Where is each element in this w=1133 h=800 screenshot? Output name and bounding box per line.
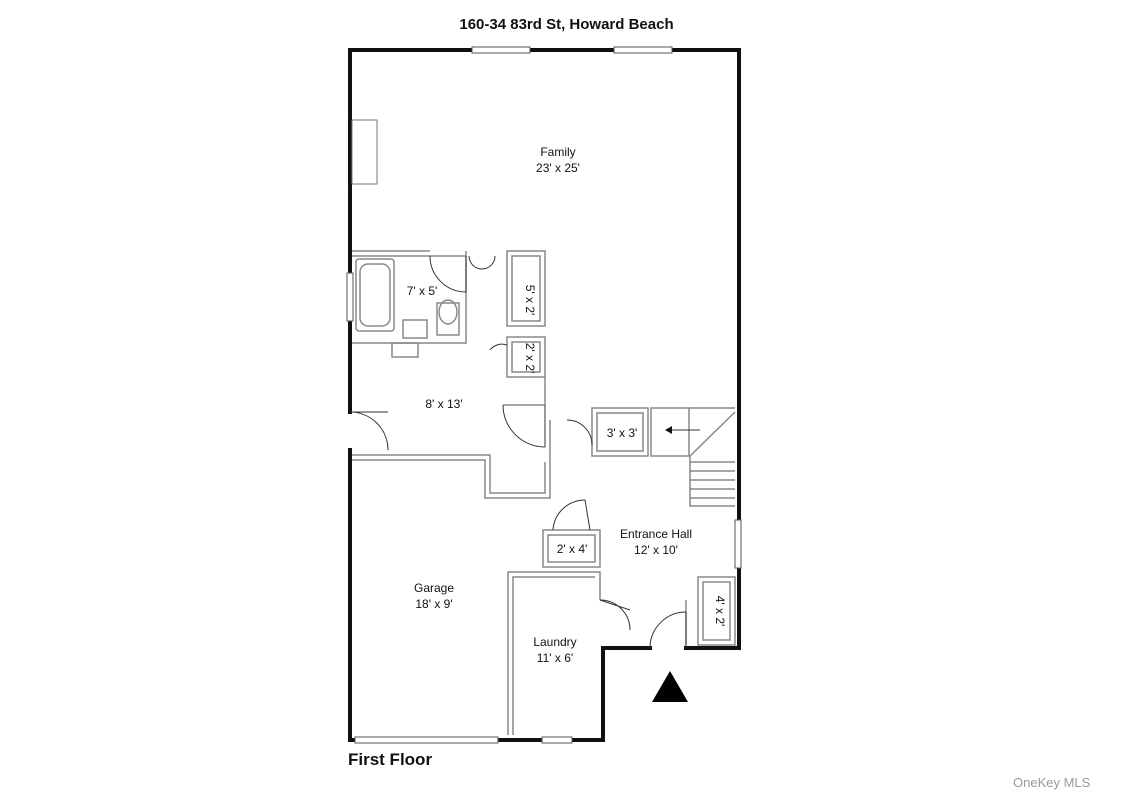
windows: [346, 46, 742, 744]
closet-b-dims: 2' x 2': [523, 343, 537, 374]
plan-title: 160-34 83rd St, Howard Beach: [459, 16, 674, 33]
family-dims: 23' x 25': [536, 161, 580, 175]
bath-dims: 7' x 5': [407, 284, 438, 298]
laundry-name: Laundry: [533, 635, 576, 649]
interior-walls: [352, 250, 736, 735]
entrance-name: Entrance Hall: [620, 527, 692, 541]
fireplace: [351, 119, 378, 185]
floor-label: First Floor: [348, 750, 433, 769]
watermark: OneKey MLS: [1013, 775, 1091, 790]
entry-arrow-icon: [652, 671, 688, 702]
garage-name: Garage: [414, 581, 454, 595]
stair-arrow-icon: [665, 426, 672, 434]
closet-c-dims: 3' x 3': [607, 426, 638, 440]
hall-dims: 8' x 13': [425, 397, 462, 411]
door-swings: [349, 255, 687, 649]
garage-dims: 18' x 9': [415, 597, 452, 611]
closet-d-dims: 2' x 4': [557, 542, 588, 556]
family-name: Family: [540, 145, 575, 159]
closet-a-dims: 5' x 2': [523, 285, 537, 316]
entrance-dims: 12' x 10': [634, 543, 678, 557]
laundry-dims: 11' x 6': [537, 651, 573, 665]
closet-e-dims: 4' x 2': [713, 596, 727, 627]
